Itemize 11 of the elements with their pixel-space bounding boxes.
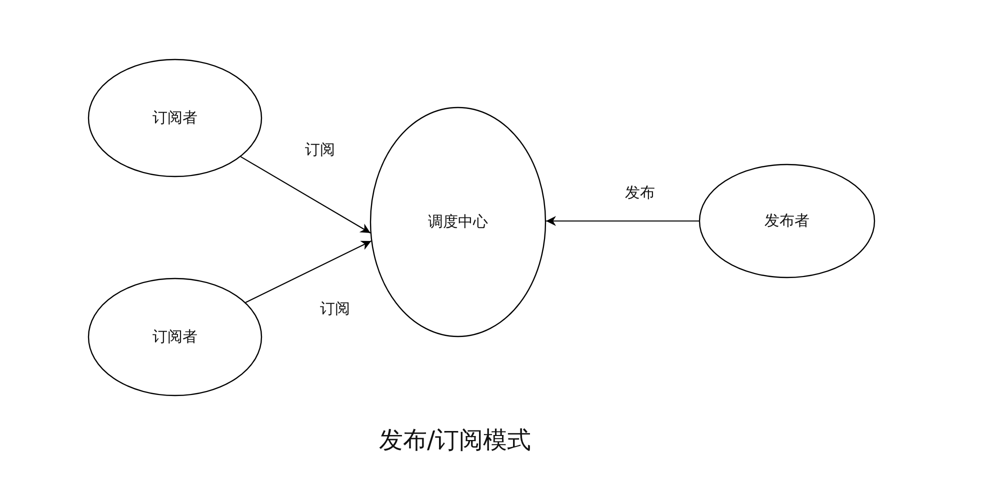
edge-label: 订阅 (303, 140, 337, 160)
arrow (240, 156, 371, 234)
node-label: 发布者 (764, 212, 810, 230)
edge-label: 发布 (623, 184, 657, 202)
arrow (546, 216, 699, 226)
node-label: 订阅者 (152, 108, 198, 128)
caption: 发布/订阅模式 (378, 425, 532, 456)
node-label: 调度中心 (428, 212, 488, 232)
arrow (245, 240, 372, 303)
node-label: 订阅者 (152, 328, 198, 346)
edge-label: 订阅 (318, 300, 352, 318)
